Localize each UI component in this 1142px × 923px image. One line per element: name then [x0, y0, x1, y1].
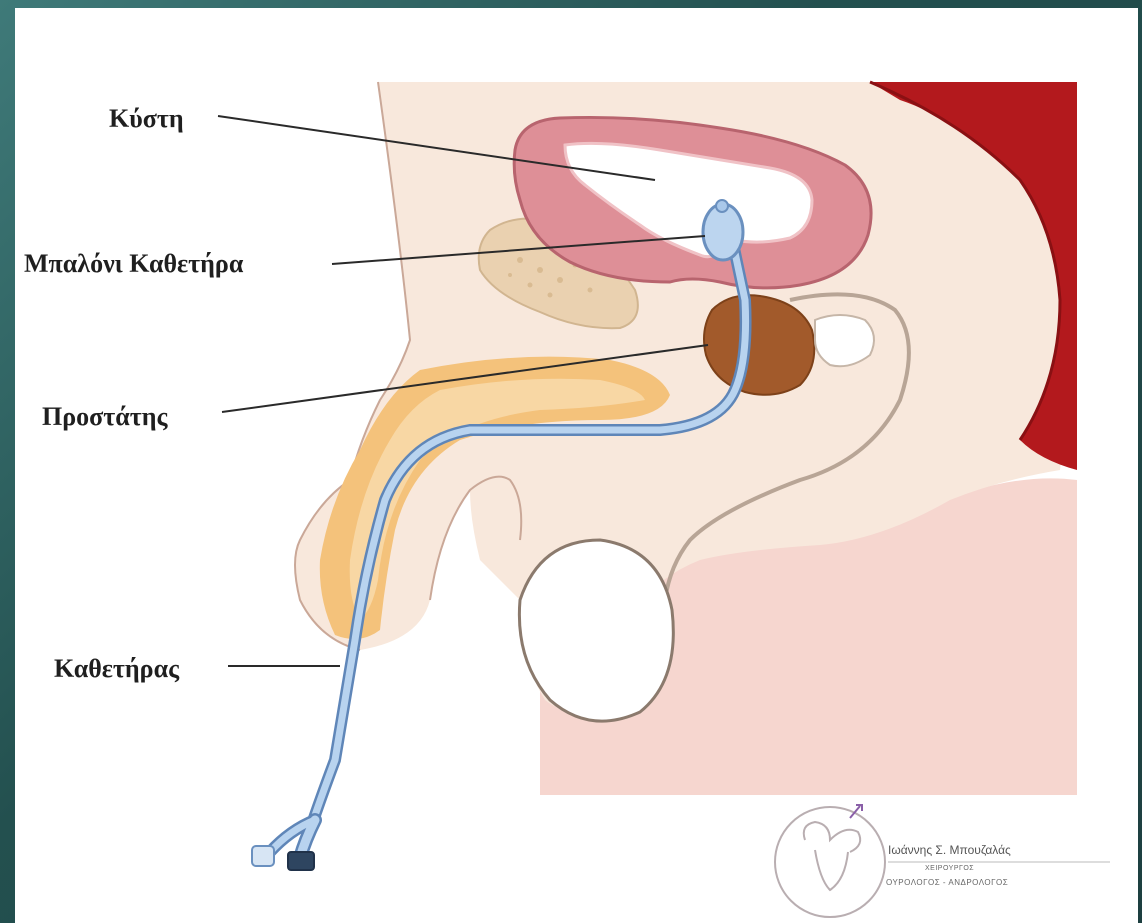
logo-title-line2: ΟΥΡΟΛΟΓΟΣ - ΑΝΔΡΟΛΟΓΟΣ — [886, 878, 1008, 887]
catheter-tip — [716, 200, 728, 212]
label-prostate: Προστάτης — [42, 404, 168, 430]
catheter-port-right — [288, 852, 314, 870]
catheter-port-left — [252, 846, 274, 866]
logo-name: Ιωάννης Σ. Μπουζαλάς — [888, 843, 1011, 857]
seminal-vesicle — [815, 315, 874, 366]
logo-title-line1: ΧΕΙΡΟΥΡΓΟΣ — [925, 865, 974, 872]
label-bladder: Κύστη — [109, 106, 184, 132]
label-catheter-balloon: Μπαλόνι Καθετήρα — [24, 251, 243, 277]
logo-emblem — [775, 805, 885, 917]
label-catheter: Καθετήρας — [54, 656, 179, 682]
